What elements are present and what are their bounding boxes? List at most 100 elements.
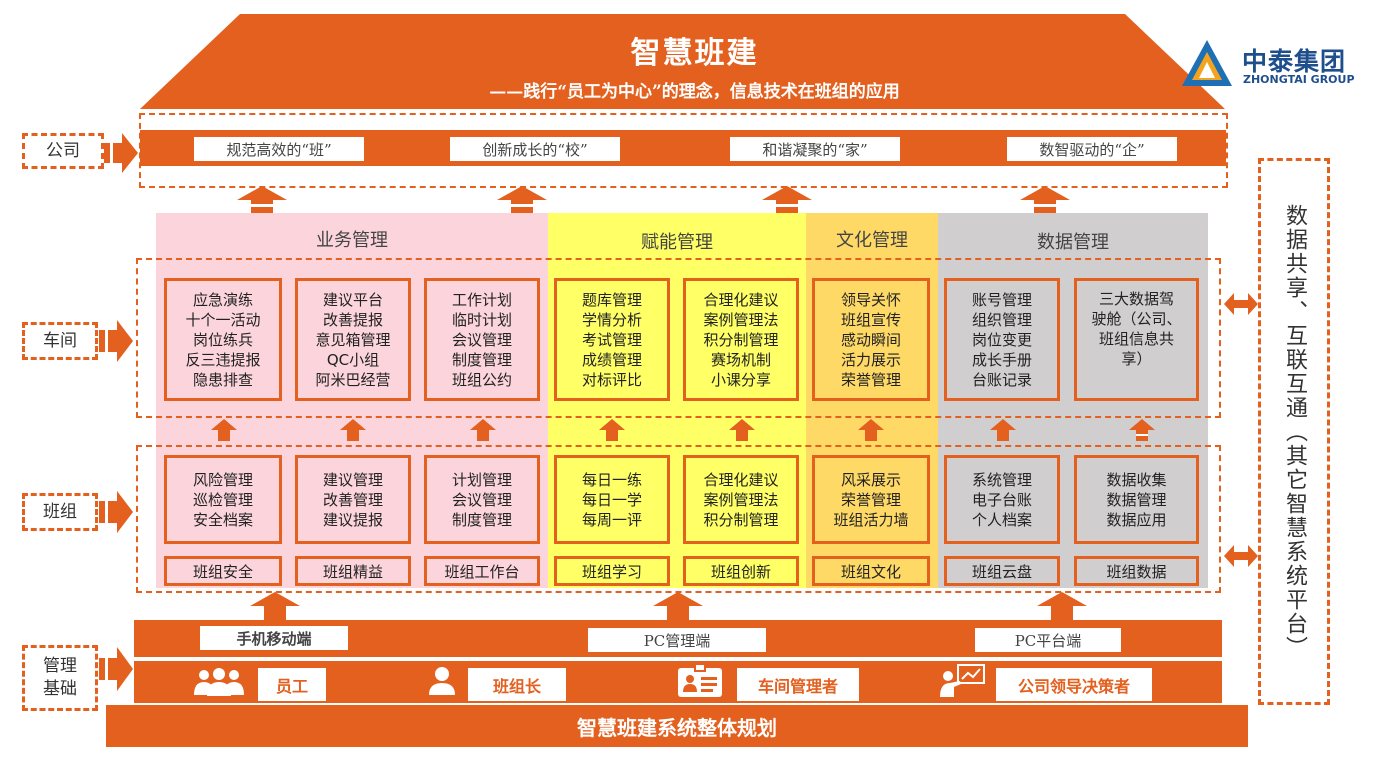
team-tab-workbench: 班组工作台	[424, 556, 540, 586]
company-goal-4: 数智驱动的“企”	[1007, 137, 1177, 161]
card-line: 数据应用	[1106, 510, 1167, 529]
team-tab-cloud: 班组云盘	[944, 556, 1060, 586]
team-tab-culture: 班组文化	[812, 556, 930, 586]
small-up-arrow	[211, 419, 237, 441]
card-line: 荣誉管理	[840, 370, 901, 389]
card-line: 领导关怀	[840, 290, 901, 309]
card-line: 成绩管理	[581, 350, 642, 369]
card-line: 班组信息共	[1098, 330, 1174, 348]
brand-name: 中泰集团	[1242, 47, 1347, 76]
card-line: 班组公约	[451, 370, 512, 389]
card-line: 账号管理	[971, 290, 1032, 309]
platform-mobile: 手机移动端	[200, 626, 348, 650]
up-arrow	[653, 592, 703, 620]
card-line: 会议管理	[451, 330, 512, 349]
card-line: 感动瞬间	[840, 330, 901, 349]
company-goal-1: 规范高效的“班”	[194, 137, 364, 161]
side-panel-data-sharing: 数据共享、互联互通（其它智慧系统平台）	[1258, 158, 1330, 705]
card-line: 安全档案	[192, 510, 253, 529]
card-line: 每周一评	[581, 510, 642, 529]
id-card-icon	[678, 664, 722, 697]
team-tab-innovation: 班组创新	[683, 556, 799, 586]
up-arrow	[237, 186, 287, 213]
team-card-system: 系统管理电子台账个人档案	[944, 455, 1060, 544]
team-card-lean: 建议管理改善管理建议提报	[295, 455, 411, 544]
panel-title-culture: 文化管理	[836, 230, 908, 251]
up-arrow	[497, 186, 547, 213]
side-panel-text: 数据共享、互联互通（其它智慧系统平台）	[1282, 203, 1307, 660]
card-line: 制度管理	[451, 510, 512, 529]
card-line: 建议管理	[322, 470, 383, 489]
workshop-card-account: 账号管理组织管理岗位变更成长手册台账记录	[944, 278, 1060, 401]
team-card-learning: 每日一练每日一学每周一评	[554, 455, 670, 544]
team-card-safety: 风险管理巡检管理安全档案	[164, 455, 282, 544]
card-line: 学情分析	[581, 310, 642, 329]
card-line: 制度管理	[451, 350, 512, 369]
card-line: 数据收集	[1106, 470, 1167, 489]
workshop-card-cockpit: 三大数据驾驶舱（公司、班组信息共享）	[1074, 278, 1199, 401]
footer-bar	[106, 705, 1248, 747]
card-line: 积分制管理	[703, 330, 779, 349]
workshop-dashed-frame	[136, 258, 1221, 418]
page-title: 智慧班建	[630, 36, 759, 71]
card-line: 建议提报	[322, 510, 383, 529]
card-line: 赛场机制	[710, 350, 771, 369]
up-arrow	[1037, 592, 1087, 620]
card-line: 班组宣传	[840, 310, 901, 329]
card-line: 数据管理	[1106, 490, 1167, 509]
workshop-card-safety: 应急演练十个一活动岗位练兵反三违提报隐患排查	[164, 278, 282, 401]
card-line: 案例管理法	[703, 490, 779, 509]
card-line: 合理化建议	[703, 470, 779, 489]
roof-shape	[140, 14, 1225, 109]
team-card-innovation: 合理化建议案例管理法积分制管理	[683, 455, 799, 544]
card-line: 小课分享	[710, 370, 771, 389]
panel-title-enablement: 赋能管理	[641, 232, 713, 253]
card-line: 岗位练兵	[192, 330, 253, 349]
team-tab-lean: 班组精益	[295, 556, 411, 586]
workshop-card-learning: 题库管理学情分析考试管理成绩管理对标评比	[554, 278, 670, 401]
workshop-card-innovation: 合理化建议案例管理法积分制管理赛场机制小课分享	[683, 278, 799, 401]
team-card-workbench: 计划管理会议管理制度管理	[424, 455, 540, 544]
company-goal-2: 创新成长的“校”	[450, 137, 620, 161]
team-dashed-frame	[136, 445, 1221, 593]
panel-title-data: 数据管理	[1037, 232, 1109, 253]
small-up-arrow	[858, 419, 884, 441]
small-up-arrow	[990, 419, 1016, 441]
group-users-icon	[194, 668, 244, 696]
double-arrow-icon	[1224, 293, 1258, 315]
card-line: 合理化建议	[703, 290, 779, 309]
role-team-leader: 班组长	[468, 668, 566, 701]
card-line: 临时计划	[451, 310, 512, 329]
card-line: 成长手册	[971, 350, 1032, 369]
user-icon	[429, 667, 455, 695]
card-line: 台账记录	[971, 370, 1032, 389]
company-goal-3: 和谐凝聚的“家”	[730, 137, 900, 161]
level-label-foundation-text: 管理基础	[43, 656, 77, 699]
level-label-team: 班组	[22, 493, 98, 531]
card-line: 岗位变更	[971, 330, 1032, 349]
workshop-card-workbench: 工作计划临时计划会议管理制度管理班组公约	[424, 278, 540, 401]
page-subtitle: ——践行“员工为中心”的理念，信息技术在班组的应用	[489, 82, 900, 102]
team-tab-data: 班组数据	[1074, 556, 1199, 586]
right-arrow	[99, 320, 133, 362]
role-workshop-manager: 车间管理者	[737, 668, 859, 701]
card-line: 应急演练	[192, 290, 253, 309]
card-line: 改善提报	[322, 310, 383, 329]
platform-pc-management: PC管理端	[588, 628, 766, 652]
footer-title: 智慧班建系统整体规划	[577, 716, 777, 740]
card-line: 组织管理	[971, 310, 1032, 329]
right-arrow	[104, 133, 138, 173]
team-tab-safety: 班组安全	[164, 556, 282, 586]
up-arrow	[1020, 186, 1070, 213]
card-line: 三大数据驾	[1098, 290, 1174, 308]
card-line: 建议平台	[322, 290, 383, 309]
brand-logo: 中泰集团 ZHONGTAI GROUP	[1180, 38, 1370, 92]
card-line: 活力展示	[840, 350, 901, 369]
card-line: 享）	[1121, 350, 1152, 368]
panel-title-business: 业务管理	[316, 230, 388, 251]
card-line: 风采展示	[840, 470, 901, 489]
card-line: 意见箱管理	[315, 330, 391, 349]
up-arrow	[250, 592, 300, 620]
card-line: 每日一学	[581, 490, 642, 509]
